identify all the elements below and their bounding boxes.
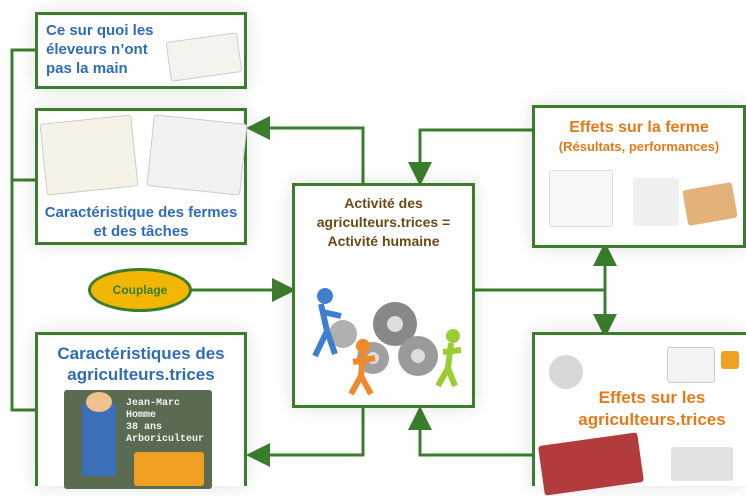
banknote-image (682, 181, 738, 227)
box-activite: Activité des agriculteurs.trices = Activ… (292, 183, 475, 408)
signpost-image (667, 347, 715, 383)
eleveurs-line3: pas la main (46, 60, 128, 77)
activite-line1: Activité des (344, 195, 423, 211)
caract-agri-title: Caractéristiques des agriculteurs.trices (38, 343, 244, 385)
radar-chart-image (549, 170, 613, 227)
fermes-title: Caractéristique des fermes et des tâches (38, 203, 244, 241)
fruit-crate (134, 452, 204, 486)
activite-title: Activité des agriculteurs.trices = Activ… (295, 194, 472, 251)
couplage-ellipse: Couplage (88, 268, 192, 312)
walking-figures-image (671, 447, 733, 481)
fermes-card-image-2 (146, 114, 248, 196)
box-effets-ferme: Effets sur la ferme (Résultats, performa… (532, 105, 746, 248)
activity-to-caract-arrow (246, 408, 365, 467)
effets-agri-to-activity-arrow (408, 406, 532, 457)
fermes-card-image-1 (39, 114, 139, 196)
farmer-card-line3: 38 ans (126, 422, 163, 433)
effets-ferme-line1: Effets sur la ferme (569, 119, 709, 136)
box-fermes: Caractéristique des fermes et des tâches (35, 108, 248, 245)
eleveurs-line1: Ce sur quoi les (46, 22, 154, 39)
fermes-line1: Caractéristique des fermes (44, 204, 238, 221)
effets-ferme-line2: (Résultats, performances) (558, 139, 720, 154)
farmer-card-line2: Homme (126, 410, 157, 421)
eleveurs-title: Ce sur quoi les éleveurs n’ont pas la ma… (46, 21, 154, 78)
farmer-figurine-photo: Jean-Marc Homme 38 ans Arboriculteur (64, 390, 212, 489)
activite-line3: Activité humaine (327, 233, 440, 249)
thumbs-down-icon (721, 351, 739, 369)
effets-agri-line2: agriculteurs.trices (578, 410, 726, 429)
effets-ferme-title: Effets sur la ferme (Résultats, performa… (535, 118, 743, 156)
gears-illustration (312, 288, 462, 396)
figurine-shape (82, 400, 116, 476)
farmer-card-line4: Arboriculteur (126, 434, 205, 445)
farmer-card-text: Jean-Marc Homme 38 ans Arboriculteur (126, 398, 204, 446)
eleveurs-cards-image (165, 32, 243, 82)
connectors (10, 48, 617, 467)
effets-agri-title: Effets sur les agriculteurs.trices (555, 387, 746, 431)
fermes-line2: et des tâches (93, 223, 189, 240)
tags-word-cloud-image (538, 432, 644, 496)
activity-to-fermes-arrow (246, 116, 365, 185)
effets-agri-line1: Effets sur les (598, 388, 706, 407)
couplage-label: Couplage (112, 283, 168, 297)
caract-agri-line1: Caractéristiques des (57, 344, 225, 363)
figurine-head (86, 392, 112, 412)
eleveurs-line2: éleveurs n’ont (46, 41, 148, 58)
thinking-figure-image (549, 355, 583, 389)
box-effets-agri: Effets sur les agriculteurs.trices (532, 332, 746, 496)
box-caract-agri: Caractéristiques des agriculteurs.trices… (35, 332, 247, 489)
effets-ferme-to-activity-arrow (408, 128, 532, 186)
caract-agri-line2: agriculteurs.trices (67, 365, 215, 384)
handshake-image (633, 178, 679, 226)
activite-line2: agriculteurs.trices = (316, 214, 451, 230)
farmer-card-line1: Jean-Marc (126, 398, 181, 409)
left-bracket-line (10, 48, 35, 412)
box-eleveurs: Ce sur quoi les éleveurs n’ont pas la ma… (35, 12, 247, 89)
